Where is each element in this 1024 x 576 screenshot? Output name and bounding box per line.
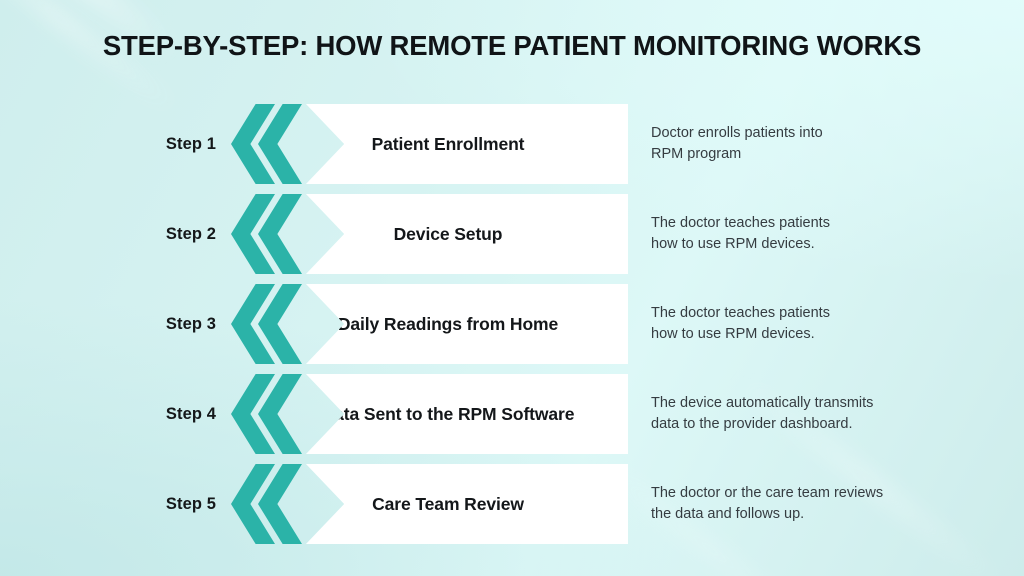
step-banner: Device Setup	[305, 194, 628, 274]
step-label: Step 1	[165, 134, 216, 153]
steps-list: Step 1 Patient Enrollment Doctor enrolls…	[0, 99, 1024, 549]
step-description-line: The doctor or the care team reviews	[651, 484, 884, 501]
step-banner: Daily Readings from Home	[305, 284, 628, 364]
step-label: Step 4	[165, 404, 216, 423]
step-description: The device automatically transmits data …	[651, 369, 1001, 459]
step-banner-inner: Device Setup	[306, 194, 600, 274]
step-heading: Daily Readings from Home	[337, 313, 559, 334]
step-banner-inner: Patient Enrollment	[306, 104, 600, 184]
step-banner-inner: Daily Readings from Home	[306, 284, 600, 364]
step-banner-inner: Data Sent to the RPM Software	[306, 374, 600, 454]
step-heading: Patient Enrollment	[371, 133, 525, 154]
double-chevron-left-icon	[231, 194, 305, 274]
step-banner: Care Team Review	[305, 464, 628, 544]
list-item: Step 5 Care Team Review The doctor or th…	[0, 459, 1024, 549]
step-description: The doctor or the care team reviews the …	[651, 459, 1001, 549]
double-chevron-left-icon	[231, 464, 305, 544]
list-item: Step 1 Patient Enrollment Doctor enrolls…	[0, 99, 1024, 189]
list-item: Step 3 Daily Readings from Home The doct…	[0, 279, 1024, 369]
step-description-line: the data and follows up.	[651, 506, 805, 522]
step-description-line: Doctor enrolls patients into	[651, 124, 823, 141]
step-description-line: RPM program	[651, 146, 742, 162]
step-description-line: The doctor teaches patients	[651, 304, 830, 321]
step-label: Step 5	[165, 494, 216, 513]
page-title: STEP-BY-STEP: HOW REMOTE PATIENT MONITOR…	[102, 30, 922, 61]
step-banner-inner: Care Team Review	[306, 464, 600, 544]
step-heading: Care Team Review	[372, 493, 524, 514]
step-description: The doctor teaches patients how to use R…	[651, 279, 1001, 369]
step-banner: Data Sent to the RPM Software	[305, 374, 628, 454]
step-description-line: how to use RPM devices.	[651, 236, 815, 252]
step-description: Doctor enrolls patients into RPM program	[651, 99, 1001, 189]
step-description-line: The doctor teaches patients	[651, 214, 830, 231]
step-banner: Patient Enrollment	[305, 104, 628, 184]
double-chevron-left-icon	[231, 104, 305, 184]
double-chevron-left-icon	[231, 284, 305, 364]
double-chevron-left-icon	[231, 374, 305, 454]
step-description-line: data to the provider dashboard.	[651, 416, 853, 432]
step-heading: Device Setup	[393, 223, 503, 244]
step-description-line: The device automatically transmits	[651, 394, 874, 411]
list-item: Step 4 Data Sent to the RPM Software The…	[0, 369, 1024, 459]
list-item: Step 2 Device Setup The doctor teaches p…	[0, 189, 1024, 279]
step-description: The doctor teaches patients how to use R…	[651, 189, 1001, 279]
step-label: Step 2	[165, 224, 216, 243]
step-heading: Data Sent to the RPM Software	[321, 403, 575, 424]
step-label: Step 3	[165, 314, 216, 333]
step-description-line: how to use RPM devices.	[651, 326, 815, 342]
